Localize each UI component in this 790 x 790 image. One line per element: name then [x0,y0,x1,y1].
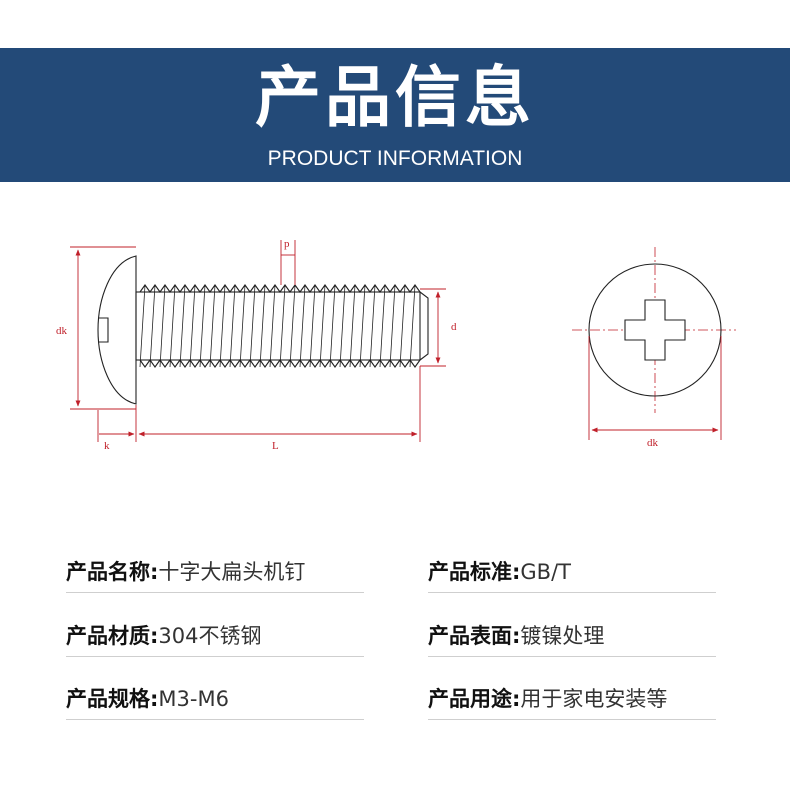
header-banner [0,48,790,182]
page-title: 产品信息 [255,59,535,136]
info-spec-value: M3-M6 [158,687,229,711]
info-row-material: 产品材质:304不锈钢 [66,616,364,657]
info-material-label: 产品材质: [66,624,159,648]
dim-label-dk-side: dk [56,325,68,337]
info-spec-label: 产品规格: [66,687,159,711]
info-name-value: 十字大扁头机钉 [158,560,306,584]
info-usage-label: 产品用途: [428,687,521,711]
info-standard-value: GB/T [520,560,571,584]
screw-side-view [97,255,429,405]
dim-label-p: p [284,238,290,250]
phillips-cross-recess [624,299,686,361]
info-surface-label: 产品表面: [428,624,521,648]
info-standard-label: 产品标准: [428,560,521,584]
screw-thread-top [139,284,421,293]
screw-tip [419,291,429,361]
info-row-name: 产品名称:十字大扁头机钉 [66,552,364,593]
info-name-label: 产品名称: [66,560,159,584]
screw-thread-lines [139,284,416,368]
screw-technical-drawing: p dk d k L dk [56,238,736,452]
dim-label-k: k [104,440,110,452]
screw-shank [135,291,421,361]
screw-head-circle [588,263,722,397]
side-view-dimensions [70,240,446,442]
info-material-value: 304不锈钢 [158,624,262,648]
info-row-standard: 产品标准:GB/T [428,552,716,593]
page-subtitle: PRODUCT INFORMATION [267,147,523,170]
info-row-spec: 产品规格:M3-M6 [66,679,364,720]
screw-thread-bottom [139,359,421,368]
info-usage-value: 用于家电安装等 [520,687,668,711]
dim-label-d: d [451,321,457,333]
screw-head-outline [97,255,137,405]
dim-label-L: L [272,440,279,452]
info-row-usage: 产品用途:用于家电安装等 [428,679,716,720]
dim-label-dk-top: dk [647,437,659,449]
screw-head-slot [99,317,109,343]
info-row-surface: 产品表面:镀镍处理 [428,616,716,657]
screw-top-view [572,247,736,440]
info-surface-value: 镀镍处理 [520,624,605,648]
